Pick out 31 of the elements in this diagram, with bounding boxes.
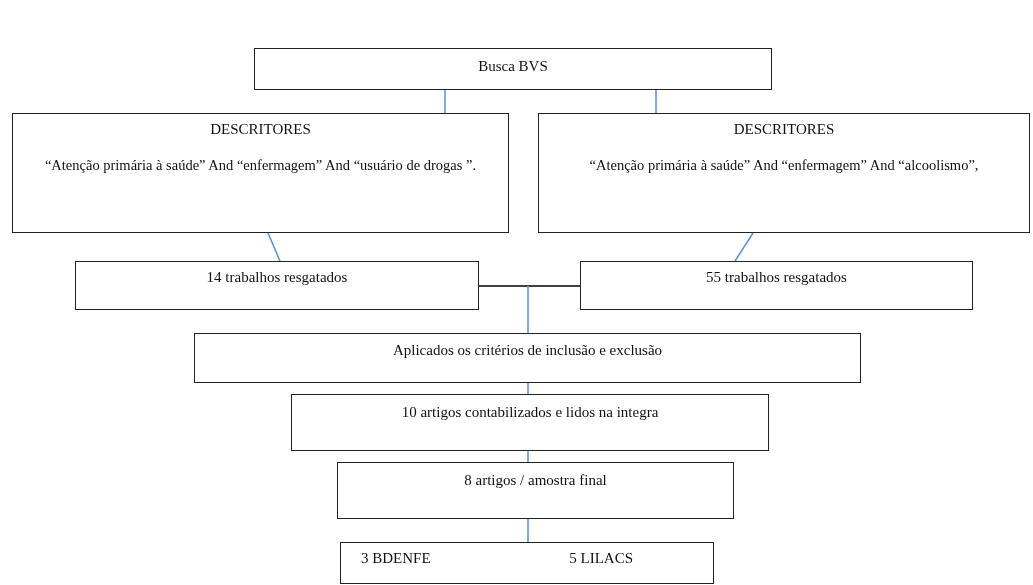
- box-text: “Atenção primária à saúde” And “enfermagem” And “usuário de drogas ”.: [43, 156, 478, 174]
- connector-line: [267, 232, 281, 262]
- process-box: [337, 462, 734, 519]
- connector-line: [527, 518, 529, 543]
- connector-line: [527, 285, 529, 334]
- process-box: [538, 113, 1030, 233]
- box-heading: DESCRITORES: [209, 120, 312, 138]
- box-heading: DESCRITORES: [732, 120, 836, 138]
- box-text: Busca BVS: [477, 57, 549, 75]
- box-text: 3 BDENFE: [361, 549, 431, 568]
- process-box: [254, 48, 772, 90]
- box-text: “Atenção primária à saúde” And “enfermagem” And “alcoolismo”,: [588, 156, 980, 174]
- box-text: 5 LILACS: [569, 549, 633, 568]
- connector-line: [478, 285, 529, 287]
- box-text: Aplicados os critérios de inclusão e exclusão: [391, 341, 664, 359]
- box-text: 8 artigos / amostra final: [463, 471, 608, 489]
- connector-line: [734, 232, 754, 262]
- process-box: [12, 113, 509, 233]
- box-text: 14 trabalhos resgatados: [205, 268, 349, 286]
- connector-line: [527, 285, 581, 287]
- process-box: [580, 261, 973, 310]
- box-text: 10 artigos contabilizados e lidos na integra: [400, 403, 660, 421]
- connector-line: [527, 382, 529, 395]
- connector-line: [444, 89, 446, 114]
- box-text: 55 trabalhos resgatados: [705, 268, 848, 286]
- process-box: [340, 542, 714, 584]
- connector-line: [527, 450, 529, 463]
- process-box: [75, 261, 479, 310]
- process-box: [291, 394, 769, 451]
- connector-line: [655, 89, 657, 114]
- process-box: [194, 333, 861, 383]
